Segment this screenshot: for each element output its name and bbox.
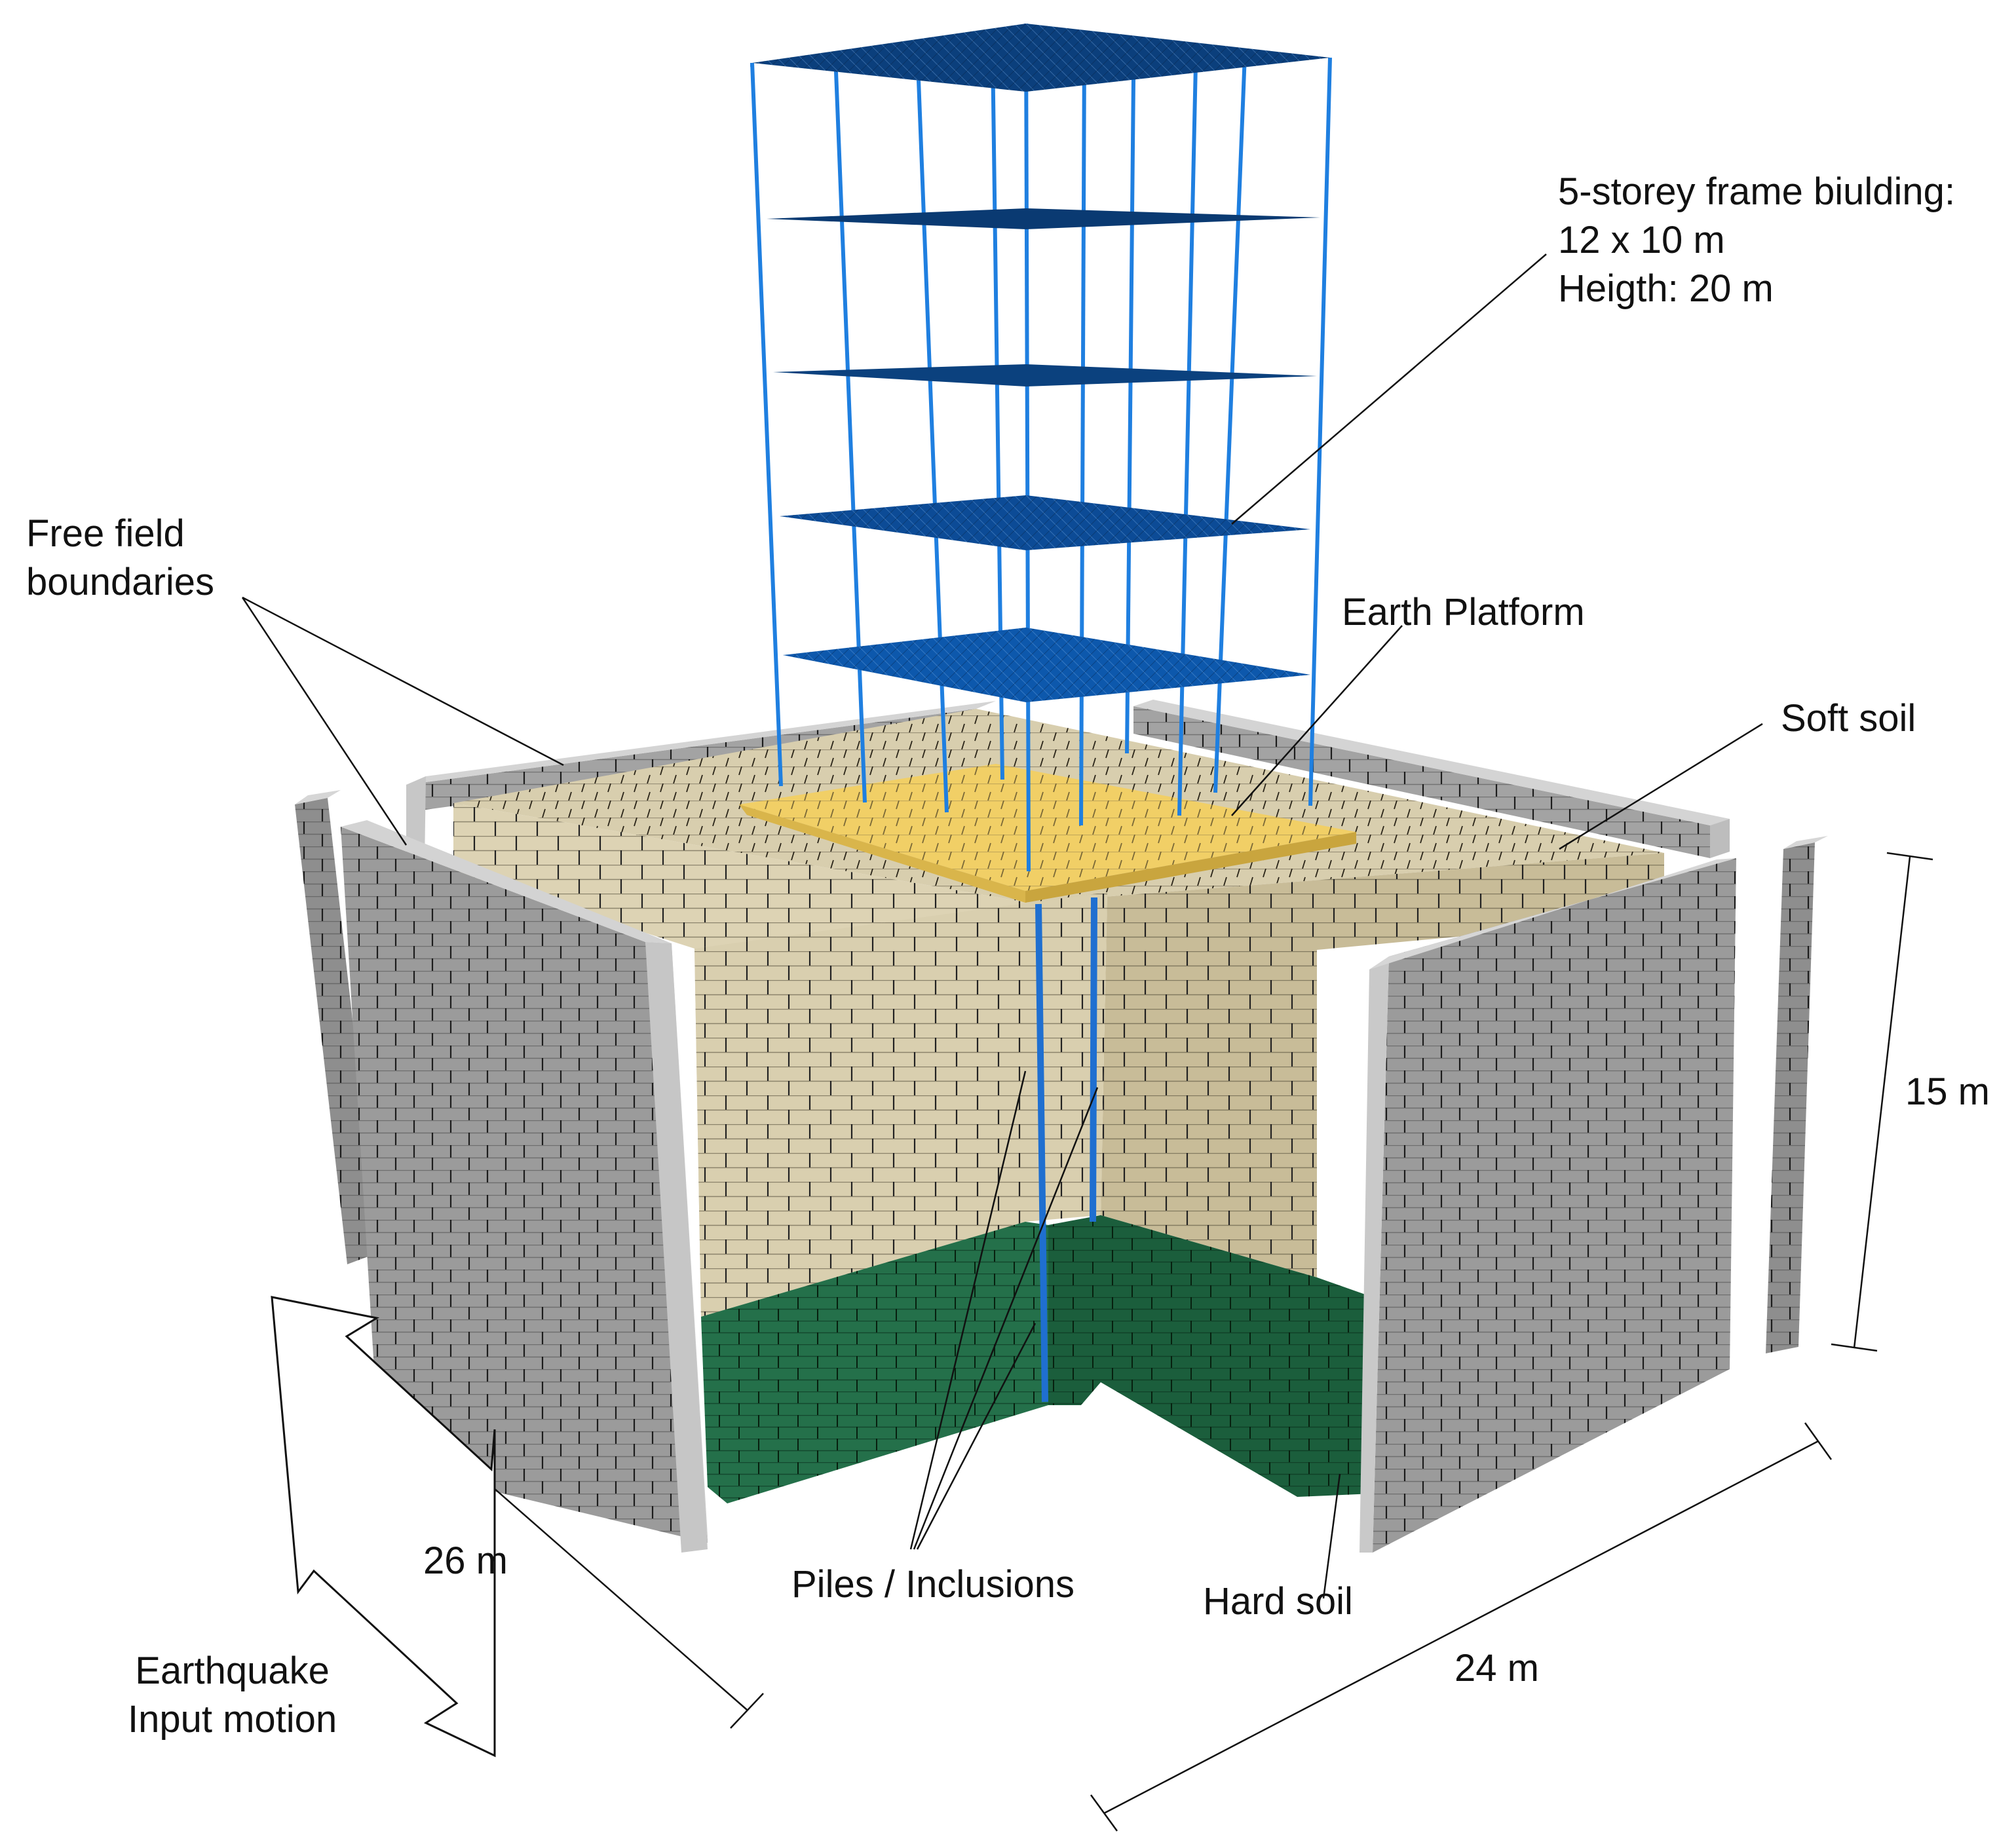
leader-soft-soil bbox=[1559, 723, 1763, 850]
width-dimension-label: 24 m bbox=[1455, 1647, 1539, 1689]
dim-height-line bbox=[1853, 856, 1911, 1349]
leader-hard-soil bbox=[1322, 1473, 1341, 1599]
free-field-label: Free field boundaries bbox=[26, 510, 214, 607]
double-arrow-icon bbox=[271, 1296, 496, 1758]
leader-building bbox=[1231, 254, 1547, 525]
left-boundary-wall-thin bbox=[295, 790, 379, 1264]
slab-floor-4 bbox=[767, 208, 1320, 229]
building-label-line-2: 12 x 10 m bbox=[1558, 219, 1725, 261]
rear-right-boundary-wall bbox=[1133, 700, 1730, 858]
depth-dimension-label: 26 m bbox=[423, 1539, 508, 1582]
dim-width-line bbox=[1103, 1440, 1819, 1815]
slab-floor-3 bbox=[773, 364, 1317, 387]
frame-building bbox=[750, 23, 1332, 872]
right-boundary-wall-thin bbox=[1766, 836, 1828, 1353]
slab-floor-2 bbox=[780, 495, 1310, 550]
earthquake-label-line-2: Input motion bbox=[128, 1698, 337, 1741]
left-boundary-wall bbox=[341, 820, 708, 1553]
pile bbox=[1090, 897, 1097, 1222]
pile bbox=[1035, 903, 1048, 1403]
building-label-line-1: 5-storey frame biulding: bbox=[1558, 170, 1956, 213]
leader-earth-platform bbox=[1231, 625, 1403, 816]
leader-lines bbox=[241, 254, 1763, 1599]
slab-floor-1 bbox=[783, 628, 1310, 702]
leader-piles-c bbox=[916, 1323, 1037, 1550]
earthquake-label: Earthquake Input motion bbox=[128, 1647, 337, 1744]
leader-free-field-a bbox=[242, 596, 564, 766]
piles-group bbox=[1035, 897, 1097, 1403]
hard-soil-label: Hard soil bbox=[1203, 1580, 1353, 1623]
slab-roof bbox=[752, 24, 1330, 92]
building-label: 5-storey frame biulding: 12 x 10 m Heigt… bbox=[1558, 168, 1955, 313]
leader-free-field-b bbox=[241, 597, 408, 846]
piles-label: Piles / Inclusions bbox=[791, 1563, 1075, 1606]
height-dimension-label: 15 m bbox=[1905, 1070, 1990, 1113]
leader-piles-b bbox=[913, 1087, 1099, 1550]
soil-block bbox=[453, 709, 1664, 1503]
free-field-label-line-1: Free field bbox=[26, 512, 185, 555]
right-boundary-wall bbox=[1360, 858, 1736, 1553]
soft-soil-label: Soft soil bbox=[1781, 697, 1916, 740]
earth-platform-label: Earth Platform bbox=[1342, 591, 1585, 633]
free-field-label-line-2: boundaries bbox=[26, 561, 214, 603]
leader-piles-a bbox=[909, 1070, 1027, 1550]
building-label-line-3: Heigth: 20 m bbox=[1558, 267, 1774, 310]
earthquake-label-line-1: Earthquake bbox=[135, 1650, 330, 1692]
earth-platform bbox=[739, 764, 1356, 903]
